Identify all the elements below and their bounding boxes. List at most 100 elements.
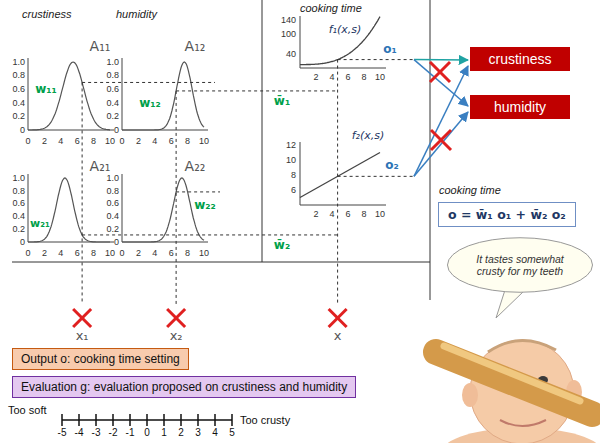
- tick-label: 0.4: [106, 98, 119, 108]
- input-guide-line: [176, 91, 177, 304]
- baby-mouth: [500, 420, 546, 426]
- tick-label: 0: [25, 248, 30, 258]
- separator-line: [12, 262, 430, 263]
- tick-label: 4: [329, 209, 334, 219]
- y-axis: [122, 174, 123, 242]
- membership-degree: w₂₁: [30, 218, 50, 231]
- tick-label: 0.2: [106, 224, 119, 234]
- normalized-weight: w̄₂: [274, 239, 290, 253]
- tick-label: 1.0: [106, 173, 119, 183]
- scale-tick-label: -3: [92, 427, 101, 439]
- function-line: [300, 153, 380, 198]
- tick-label: 0.2: [12, 111, 25, 121]
- membership-curve: [122, 62, 204, 130]
- y-axis: [28, 58, 29, 130]
- y-axis: [300, 16, 301, 68]
- input-variable: x: [334, 329, 342, 344]
- separator-line: [430, 0, 431, 300]
- input-guide-line: [337, 60, 338, 304]
- output-guide-line: [338, 59, 414, 60]
- speech-bubble: It tastes somewhat crusty for my teeth: [446, 236, 594, 294]
- scale-end-label: Too soft: [8, 404, 47, 417]
- tick-label: 0.6: [12, 84, 25, 94]
- tick-label: 8: [185, 136, 190, 146]
- tick-label: 0.4: [12, 98, 25, 108]
- x-axis: [300, 68, 386, 69]
- node-text: o = w̄₁ o₁ + w̄₂ o₂: [448, 207, 566, 222]
- tick-label: 6: [169, 136, 174, 146]
- membership-degree: w₁₁: [35, 83, 57, 97]
- bubble-ellipse: [447, 238, 592, 293]
- bread-highlight: [444, 346, 580, 401]
- formula-heading: cooking time: [439, 184, 501, 196]
- tick-label: 0: [20, 125, 25, 135]
- tick-label: 2: [313, 72, 318, 82]
- scale-tick-label: 4: [212, 427, 218, 439]
- y-axis: [28, 174, 29, 242]
- tick-label: 4: [152, 136, 157, 146]
- tick-label: 0.2: [106, 111, 119, 121]
- node-text: It tastes somewhat crusty for my teeth: [464, 253, 576, 277]
- tick-label: 4: [58, 248, 63, 258]
- axis-title: cooking time: [300, 2, 362, 15]
- normalized-weight: w̄₁: [274, 95, 290, 109]
- x-axis: [300, 205, 386, 206]
- scale-tick-label: -4: [75, 427, 84, 439]
- scale-tick-label: -1: [126, 427, 135, 439]
- scale-tick: [214, 414, 216, 426]
- scale-tick: [112, 414, 114, 426]
- degree-guide-line: [82, 234, 337, 235]
- tick-label: 0.8: [106, 186, 119, 196]
- tick-label: 2: [42, 136, 47, 146]
- tick-label: 0: [119, 136, 124, 146]
- tick-label: 8: [91, 248, 96, 258]
- input-variable: x₂: [170, 329, 183, 344]
- node-text: humidity: [478, 99, 562, 115]
- tick-label: 0: [119, 248, 124, 258]
- scale-tick: [180, 414, 182, 426]
- bubble-tail: [496, 290, 524, 318]
- evaluation-arrow: [414, 112, 468, 176]
- evaluation-box: Evaluation g: evaluation proposed on cru…: [12, 376, 356, 398]
- scale-end-label: Too crusty: [240, 414, 290, 427]
- tick-label: 10: [105, 136, 115, 146]
- tick-label: 6: [169, 248, 174, 258]
- scale-tick: [197, 414, 199, 426]
- tick-label: 10: [105, 248, 115, 258]
- tick-label: 6: [345, 72, 350, 82]
- tick-label: 0: [25, 136, 30, 146]
- tick-label: 8: [361, 72, 366, 82]
- scale-tick: [163, 414, 165, 426]
- cross-mark: [73, 309, 91, 327]
- tick-label: 6: [75, 136, 80, 146]
- tick-label: 0.6: [12, 198, 25, 208]
- set-label: A₁₂: [185, 38, 206, 54]
- tick-label: 1.0: [12, 173, 25, 183]
- tick-label: 40: [286, 49, 296, 59]
- node-text: Output o: cooking time setting: [21, 352, 180, 366]
- cross-mark: [167, 309, 185, 327]
- scale-tick: [78, 414, 80, 426]
- tick-label: 2: [136, 248, 141, 258]
- membership-curve: [28, 62, 110, 130]
- tick-label: 2: [313, 209, 318, 219]
- function-curve: [300, 17, 380, 65]
- tick-label: 12: [286, 140, 296, 150]
- tick-label: 0.6: [106, 84, 119, 94]
- cross-mark: [430, 62, 450, 82]
- scale-tick-label: -5: [58, 427, 67, 439]
- set-label: A₂₁: [90, 158, 111, 174]
- evaluation-arrow: [414, 66, 468, 176]
- scale-tick-label: 0: [144, 427, 150, 439]
- set-label: A₂₂: [185, 158, 206, 174]
- tick-label: 0.2: [12, 224, 25, 234]
- tick-label: 0.8: [106, 70, 119, 80]
- tick-label: 6: [291, 185, 296, 195]
- tick-label: 8: [185, 248, 190, 258]
- tick-label: 8: [361, 209, 366, 219]
- tick-label: 0.6: [106, 198, 119, 208]
- tick-label: 10: [199, 248, 209, 258]
- input-guide-line: [82, 82, 83, 304]
- baby-hair: [488, 340, 556, 352]
